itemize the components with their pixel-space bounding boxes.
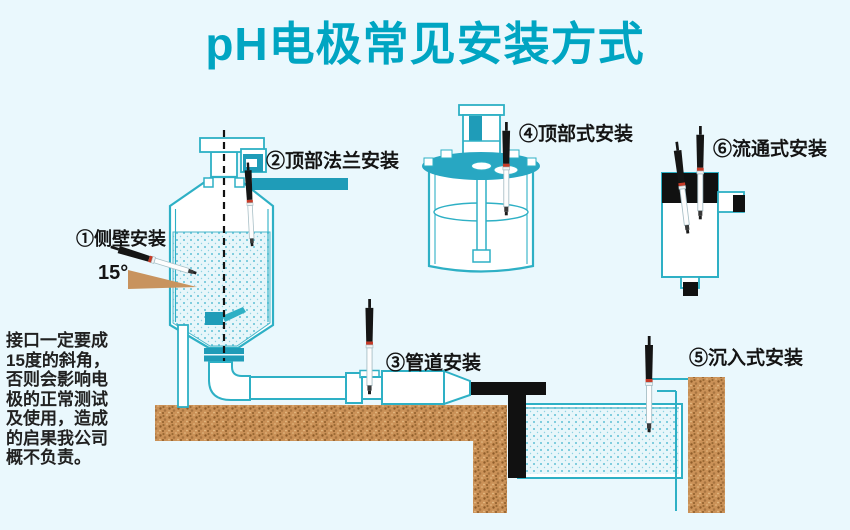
flange-arm — [252, 178, 348, 190]
ph-electrode-icon-submersion — [644, 335, 654, 433]
label-submersion-install: ⑤沉入式安装 — [689, 348, 804, 369]
pipe-reducer — [443, 369, 471, 406]
label-sidewall-install: ①侧壁安装 — [76, 229, 166, 249]
label-top-mount-install: ④顶部式安装 — [519, 124, 634, 145]
flow-cell — [661, 172, 745, 296]
tank-nozzle — [205, 312, 223, 325]
mixer-impeller — [472, 249, 491, 263]
tank-leg-pipe — [177, 324, 189, 408]
main-tank — [168, 130, 348, 408]
ph-electrode-icon-flowcell-right — [695, 125, 705, 220]
pipe-elbow — [208, 361, 251, 401]
motor-cap — [458, 104, 505, 116]
pipeline — [208, 361, 471, 406]
label-flow-through-install: ⑥流通式安装 — [713, 139, 828, 160]
page-title: pH电极常见安装方式 — [205, 18, 645, 70]
submersion-basin — [517, 403, 683, 479]
label-pipeline-install: ③管道安装 — [386, 353, 482, 374]
ph-electrode-icon-topmount — [501, 121, 511, 216]
discharge-pipe — [468, 382, 546, 478]
ground-soil — [155, 377, 725, 513]
tank-water — [172, 231, 271, 347]
submersion-bracket — [649, 378, 688, 511]
ph-electrode-icon-pipeline — [364, 298, 374, 395]
label-15-degree-angle: 15° — [98, 262, 129, 284]
mixer-shaft — [476, 169, 487, 253]
installation-note: 接口一定要成 15度的斜角， 否则会影响电 极的正常测试 及使用，造成 的启果我… — [6, 331, 110, 467]
angle-wedge — [128, 270, 197, 289]
label-top-flange-install: ②顶部法兰安装 — [266, 151, 400, 172]
soil-wall — [688, 377, 725, 513]
flow-cell-cap — [662, 173, 718, 203]
ground-strip — [155, 405, 507, 513]
